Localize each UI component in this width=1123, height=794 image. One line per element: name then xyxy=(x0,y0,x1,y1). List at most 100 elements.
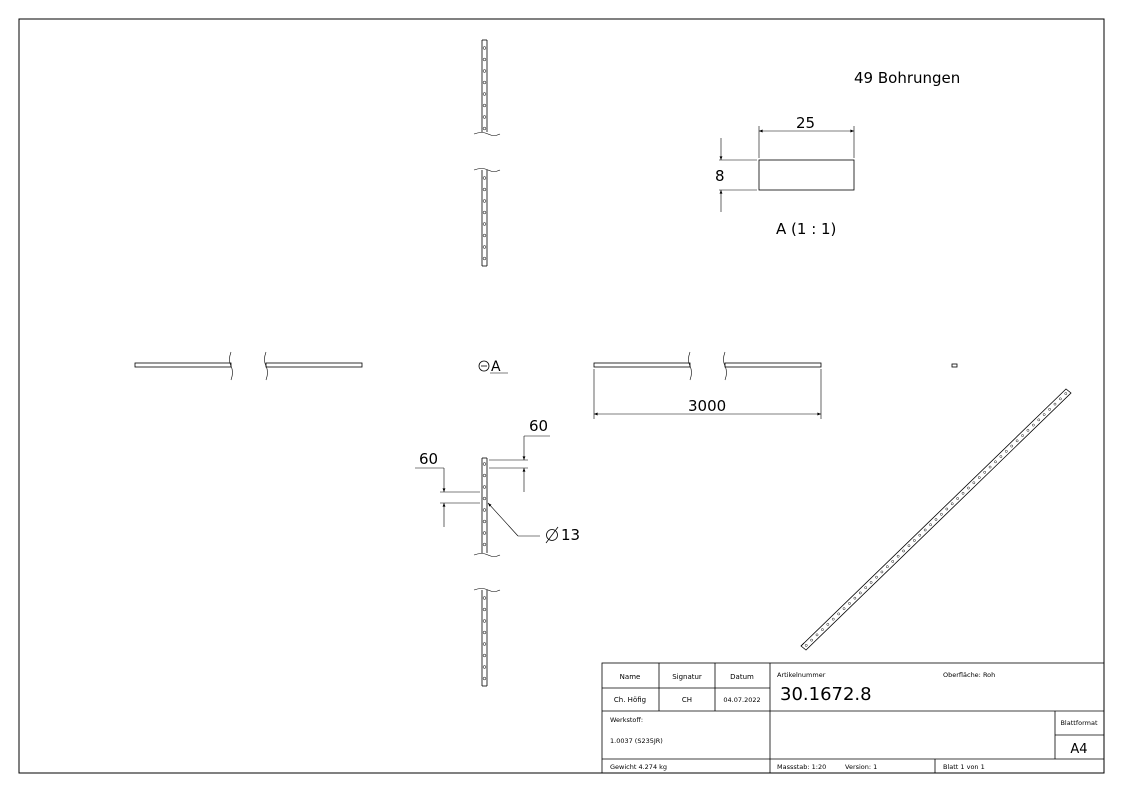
hole-count-note: 49 Bohrungen xyxy=(854,69,960,87)
hole-marker xyxy=(972,481,976,485)
hole-marker xyxy=(482,485,487,489)
dim-hole-diameter: 13 xyxy=(561,526,580,544)
hole-marker xyxy=(482,115,487,119)
hole-marker xyxy=(869,581,873,584)
hole-marker xyxy=(482,69,487,73)
hole-marker xyxy=(886,565,889,569)
tb-col-name: Name xyxy=(620,673,641,681)
hole-marker xyxy=(913,539,916,542)
tb-surface: Oberfläche: Roh xyxy=(943,671,995,679)
hole-marker xyxy=(999,455,1003,458)
tb-material-label: Werkstoff: xyxy=(610,716,643,724)
tb-name: Ch. Höfig xyxy=(614,696,646,704)
tb-signature: CH xyxy=(682,696,692,704)
hole-marker xyxy=(482,187,487,192)
hole-marker xyxy=(482,233,487,238)
hole-marker xyxy=(1021,434,1024,437)
tb-sheet-format: A4 xyxy=(1070,742,1087,757)
dim-pitch: 60 xyxy=(529,417,548,435)
hole-marker xyxy=(482,496,487,501)
hole-marker xyxy=(831,617,835,621)
hole-marker xyxy=(815,633,819,637)
sheet-border xyxy=(18,18,1105,774)
dim-width: 25 xyxy=(796,114,815,132)
hole-marker xyxy=(837,612,840,616)
hole-marker xyxy=(988,465,992,469)
dim-edge-offset: 60 xyxy=(419,450,438,468)
hole-marker xyxy=(896,554,900,558)
hole-marker xyxy=(1048,408,1051,411)
hole-marker xyxy=(821,628,824,631)
hole-markers-bottom xyxy=(482,462,487,681)
hole-marker xyxy=(902,549,905,553)
hole-marker xyxy=(482,619,487,623)
hole-marker xyxy=(918,533,922,537)
hole-marker xyxy=(842,607,846,610)
hole-marker xyxy=(858,591,862,595)
hole-marker xyxy=(950,502,954,506)
hole-marker xyxy=(826,623,830,626)
hole-marker xyxy=(482,676,487,681)
hole-marker xyxy=(482,57,487,62)
length-dimension: 3000 xyxy=(593,369,822,419)
hole-marker xyxy=(482,642,487,646)
hole-marker xyxy=(853,596,857,600)
bottom-view-dimensions xyxy=(415,435,550,537)
hole-marker xyxy=(994,460,997,464)
hole-marker xyxy=(482,462,487,466)
section-a-view: 49 Bohrungen 25 8 A (1 : 1) xyxy=(715,69,960,238)
horizontal-view-left xyxy=(134,351,363,381)
isometric-view xyxy=(800,388,1072,651)
hole-marker xyxy=(482,92,487,96)
end-view-small xyxy=(951,363,958,368)
tb-scale: Massstab: 1:20 xyxy=(777,763,826,771)
dim-length: 3000 xyxy=(688,397,726,415)
hole-marker xyxy=(482,473,487,478)
hole-marker xyxy=(1053,402,1057,406)
tb-weight: Gewicht 4.274 kg xyxy=(610,763,667,771)
hole-markers-iso xyxy=(804,392,1068,647)
hole-marker xyxy=(482,199,487,203)
tb-version: Version: 1 xyxy=(845,763,877,771)
tb-article-number: 30.1672.8 xyxy=(780,684,872,705)
hole-marker xyxy=(482,176,487,180)
hole-marker xyxy=(907,544,911,548)
hole-marker xyxy=(967,486,970,490)
bottom-vertical-view xyxy=(473,457,501,687)
hole-marker xyxy=(1059,397,1062,401)
hole-marker xyxy=(482,665,487,669)
hole-marker xyxy=(848,602,851,605)
diameter-symbol-icon xyxy=(545,526,559,544)
tb-article-label: Artikelnummer xyxy=(777,671,826,679)
hole-marker xyxy=(482,508,487,512)
hole-marker xyxy=(482,531,487,535)
hole-marker xyxy=(482,245,487,249)
hole-marker xyxy=(1010,444,1014,448)
hole-marker xyxy=(945,507,949,511)
hole-marker xyxy=(482,80,487,85)
hole-marker xyxy=(1026,429,1030,432)
title-block: Name Signatur Datum Ch. Höfig CH 04.07.2… xyxy=(601,662,1105,774)
hole-markers-top xyxy=(482,46,487,261)
tb-material: 1.0037 (S235JR) xyxy=(610,737,663,745)
section-label: A (1 : 1) xyxy=(776,220,836,238)
section-rect xyxy=(758,159,855,191)
hole-marker xyxy=(1042,413,1046,416)
tb-sheet-format-label: Blattformat xyxy=(1060,719,1097,727)
hole-marker xyxy=(961,491,965,495)
hole-marker xyxy=(1032,423,1035,427)
hole-marker xyxy=(864,586,868,590)
tb-col-date: Datum xyxy=(730,673,754,681)
hole-marker xyxy=(482,607,487,612)
hole-marker xyxy=(977,476,981,479)
hole-marker xyxy=(1015,439,1019,443)
hole-marker xyxy=(482,222,487,226)
hole-marker xyxy=(482,256,487,261)
hole-marker xyxy=(875,575,878,579)
hole-marker xyxy=(929,523,932,527)
section-marker-label: A xyxy=(491,359,501,375)
hole-marker xyxy=(482,596,487,600)
hole-marker xyxy=(1004,449,1008,453)
hole-marker xyxy=(482,653,487,658)
